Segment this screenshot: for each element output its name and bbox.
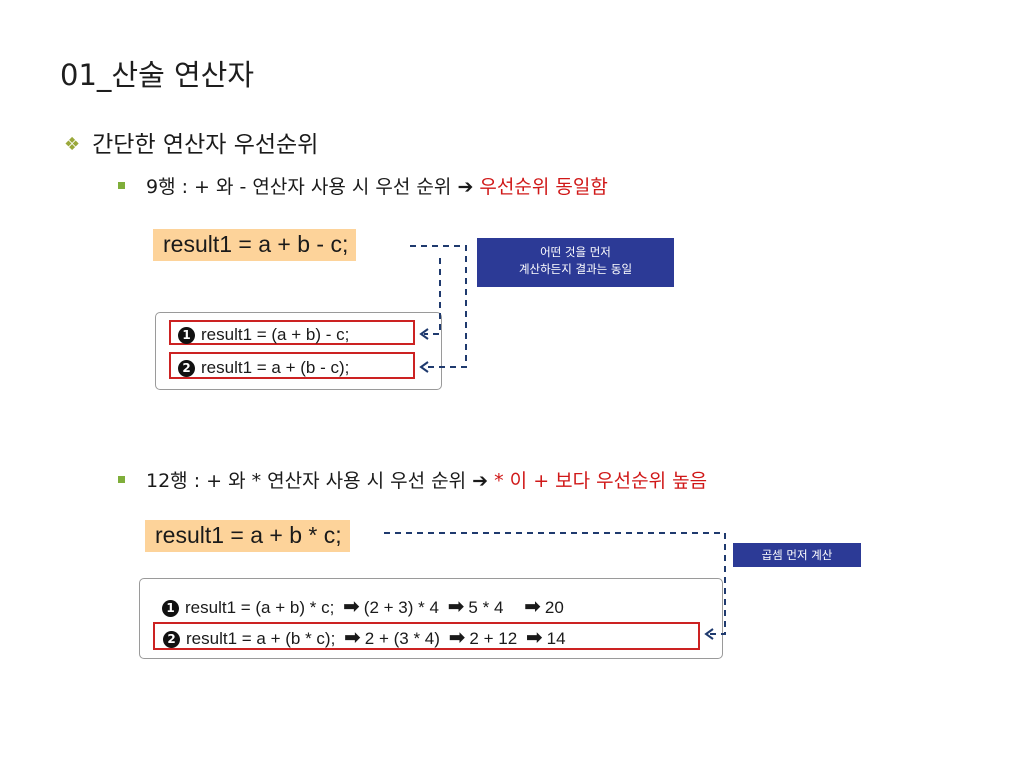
section2-heading-prefix: 12행 : + 와 * 연산자 사용 시 우선 순위 (146, 470, 467, 492)
section2-option2-step1: 2 + (3 * 4) (364, 629, 440, 648)
arrowhead-icon (419, 328, 429, 340)
step-arrow-icon: ➡ (525, 625, 543, 649)
section2-option2-step2: 2 + 12 (469, 629, 518, 648)
step-arrow-icon: ➡ (344, 625, 361, 649)
arrowhead-icon (704, 628, 714, 640)
main-bullet: ❖ 간단한 연산자 우선순위 (64, 125, 318, 159)
square-bullet-icon (118, 476, 125, 483)
section2-option1-code: result1 = (a + b) * c; (185, 598, 335, 617)
section2-heading-result: * 이 + 보다 우선순위 높음 (494, 470, 708, 492)
diamond-bullet-icon: ❖ (64, 134, 81, 155)
right-arrow-icon: ➔ (457, 176, 474, 198)
section1-callout-line2: 계산하든지 결과는 동일 (518, 262, 633, 276)
section2-option2-code: result1 = a + (b * c); (186, 629, 336, 648)
section2-code: result1 = a + b * c; (145, 520, 350, 552)
section1-connector-inner (424, 258, 441, 335)
section2-connector (384, 532, 726, 635)
section2-heading: 12행 : + 와 * 연산자 사용 시 우선 순위 ➔ * 이 + 보다 우선… (118, 466, 707, 493)
main-bullet-text: 간단한 연산자 우선순위 (92, 132, 319, 158)
section2-option1-step2: 5 * 4 (468, 598, 504, 617)
right-arrow-icon: ➔ (472, 470, 489, 492)
option1-number-badge: 1 (162, 600, 179, 617)
section1-option2: 2 result1 = a + (b - c); (169, 352, 415, 379)
section1-callout: 어떤 것을 먼저 계산하든지 결과는 동일 (477, 238, 674, 287)
section1-heading-prefix: 9행 : + 와 - 연산자 사용 시 우선 순위 (146, 176, 452, 198)
section2-options-frame (139, 578, 723, 659)
section2-option1-step3: 20 (544, 598, 564, 617)
section1-code: result1 = a + b - c; (153, 229, 357, 261)
square-bullet-icon (118, 182, 125, 189)
section2-option2-step3: 14 (546, 629, 566, 648)
option2-number-badge: 2 (178, 360, 195, 377)
option1-number-badge: 1 (178, 327, 195, 344)
step-arrow-icon: ➡ (447, 594, 465, 618)
slide-title: 01_산술 연산자 (60, 58, 255, 92)
section1-heading-result: 우선순위 동일함 (479, 176, 608, 198)
section1-connector-outer (410, 245, 467, 368)
option2-number-badge: 2 (163, 631, 180, 648)
section1-heading: 9행 : + 와 - 연산자 사용 시 우선 순위 ➔ 우선순위 동일함 (118, 172, 608, 199)
section1-callout-line1: 어떤 것을 먼저 (540, 245, 611, 259)
arrowhead-icon (419, 361, 429, 373)
step-arrow-icon: ➡ (448, 625, 466, 649)
section1-option1-code: result1 = (a + b) - c; (201, 325, 350, 344)
step-arrow-icon: ➡ (524, 594, 541, 618)
section2-callout: 곱셈 먼저 계산 (733, 543, 861, 567)
section2-option1-step1: (2 + 3) * 4 (363, 598, 439, 617)
section1-option2-code: result1 = a + (b - c); (201, 358, 350, 377)
step-arrow-icon: ➡ (343, 594, 360, 618)
section1-option1: 1 result1 = (a + b) - c; (169, 320, 415, 345)
